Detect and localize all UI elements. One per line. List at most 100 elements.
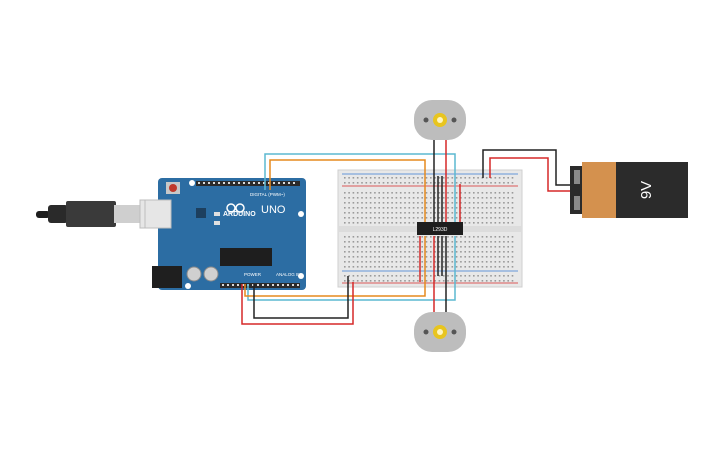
atmega-chip bbox=[220, 248, 272, 266]
breadboard-hole bbox=[485, 222, 488, 224]
breadboard-hole bbox=[460, 266, 462, 268]
breadboard-hole bbox=[369, 217, 372, 219]
breadboard-hole bbox=[473, 222, 475, 224]
breadboard-hole bbox=[503, 266, 505, 268]
breadboard-hole bbox=[425, 212, 428, 214]
breadboard-hole bbox=[460, 280, 462, 282]
header-pin bbox=[243, 182, 245, 184]
breadboard-hole bbox=[404, 256, 406, 258]
breadboard-hole bbox=[352, 222, 355, 224]
breadboard-hole bbox=[395, 236, 398, 238]
breadboard-hole bbox=[447, 177, 449, 179]
breadboard-hole bbox=[511, 197, 514, 199]
breadboard-hole bbox=[412, 275, 415, 277]
breadboard-hole bbox=[365, 261, 368, 263]
breadboard-hole bbox=[451, 182, 454, 184]
wires bbox=[241, 140, 575, 325]
breadboard-hole bbox=[391, 182, 393, 184]
breadboard-hole bbox=[473, 202, 475, 204]
breadboard-hole bbox=[417, 241, 419, 243]
breadboard-hole bbox=[344, 261, 346, 263]
breadboard-hole bbox=[507, 217, 509, 219]
breadboard-hole bbox=[404, 182, 406, 184]
breadboard-hole bbox=[473, 266, 475, 268]
breadboard-hole bbox=[438, 212, 441, 214]
breadboard-hole bbox=[421, 182, 423, 184]
breadboard-hole bbox=[421, 212, 423, 214]
header-pin bbox=[278, 182, 280, 184]
breadboard-hole bbox=[412, 241, 415, 243]
breadboard-hole bbox=[481, 222, 484, 224]
breadboard-hole bbox=[382, 251, 385, 253]
breadboard-hole bbox=[421, 246, 423, 248]
breadboard-hole bbox=[460, 202, 462, 204]
breadboard-hole bbox=[395, 202, 398, 204]
breadboard-hole bbox=[490, 241, 492, 243]
breadboard-hole bbox=[442, 192, 445, 194]
breadboard-hole bbox=[511, 192, 514, 194]
breadboard-hole bbox=[447, 266, 449, 268]
breadboard-hole bbox=[421, 275, 423, 277]
header-pin bbox=[273, 182, 275, 184]
breadboard-hole bbox=[473, 275, 475, 277]
breadboard-hole bbox=[455, 256, 458, 258]
breadboard-hole bbox=[421, 207, 423, 209]
breadboard-hole bbox=[344, 202, 346, 204]
breadboard-hole bbox=[391, 192, 393, 194]
breadboard-hole bbox=[365, 241, 368, 243]
breadboard-hole bbox=[382, 266, 385, 268]
breadboard-hole bbox=[438, 251, 441, 253]
breadboard-hole bbox=[421, 241, 423, 243]
breadboard-hole bbox=[494, 212, 497, 214]
breadboard-hole bbox=[387, 275, 389, 277]
breadboard-hole bbox=[361, 177, 363, 179]
breadboard-hole bbox=[442, 182, 445, 184]
breadboard-hole bbox=[464, 192, 466, 194]
breadboard-hole bbox=[503, 212, 505, 214]
breadboard-hole bbox=[404, 241, 406, 243]
breadboard-hole bbox=[434, 192, 436, 194]
breadboard-hole bbox=[430, 177, 432, 179]
breadboard-hole bbox=[356, 182, 359, 184]
breadboard-hole bbox=[378, 177, 380, 179]
breadboard-hole bbox=[447, 192, 449, 194]
breadboard-hole bbox=[378, 246, 380, 248]
breadboard-hole bbox=[348, 236, 350, 238]
header-pin bbox=[292, 284, 294, 286]
header-pin bbox=[213, 182, 215, 184]
breadboard-hole bbox=[425, 236, 428, 238]
breadboard-hole bbox=[387, 241, 389, 243]
breadboard-hole bbox=[468, 275, 471, 277]
breadboard-hole bbox=[430, 202, 432, 204]
breadboard-hole bbox=[352, 280, 355, 282]
breadboard-hole bbox=[511, 266, 514, 268]
breadboard-hole bbox=[369, 207, 372, 209]
breadboard-hole bbox=[417, 236, 419, 238]
breadboard-hole bbox=[485, 177, 488, 179]
breadboard-hole bbox=[356, 177, 359, 179]
breadboard-hole bbox=[503, 202, 505, 204]
breadboard-hole bbox=[365, 280, 368, 282]
breadboard-hole bbox=[473, 217, 475, 219]
breadboard-hole bbox=[477, 207, 479, 209]
breadboard-hole bbox=[494, 241, 497, 243]
breadboard-hole bbox=[395, 177, 398, 179]
breadboard-hole bbox=[352, 241, 355, 243]
breadboard-hole bbox=[352, 192, 355, 194]
breadboard-hole bbox=[365, 202, 368, 204]
breadboard-hole bbox=[399, 236, 402, 238]
breadboard-hole bbox=[387, 280, 389, 282]
breadboard-hole bbox=[352, 182, 355, 184]
breadboard-hole bbox=[412, 251, 415, 253]
breadboard-hole bbox=[473, 197, 475, 199]
breadboard-hole bbox=[352, 197, 355, 199]
breadboard-hole bbox=[485, 246, 488, 248]
header-pin bbox=[283, 182, 285, 184]
breadboard-hole bbox=[507, 246, 509, 248]
breadboard-hole bbox=[464, 256, 466, 258]
breadboard-hole bbox=[369, 197, 372, 199]
breadboard-hole bbox=[404, 251, 406, 253]
breadboard-hole bbox=[438, 207, 441, 209]
breadboard-hole bbox=[464, 197, 466, 199]
